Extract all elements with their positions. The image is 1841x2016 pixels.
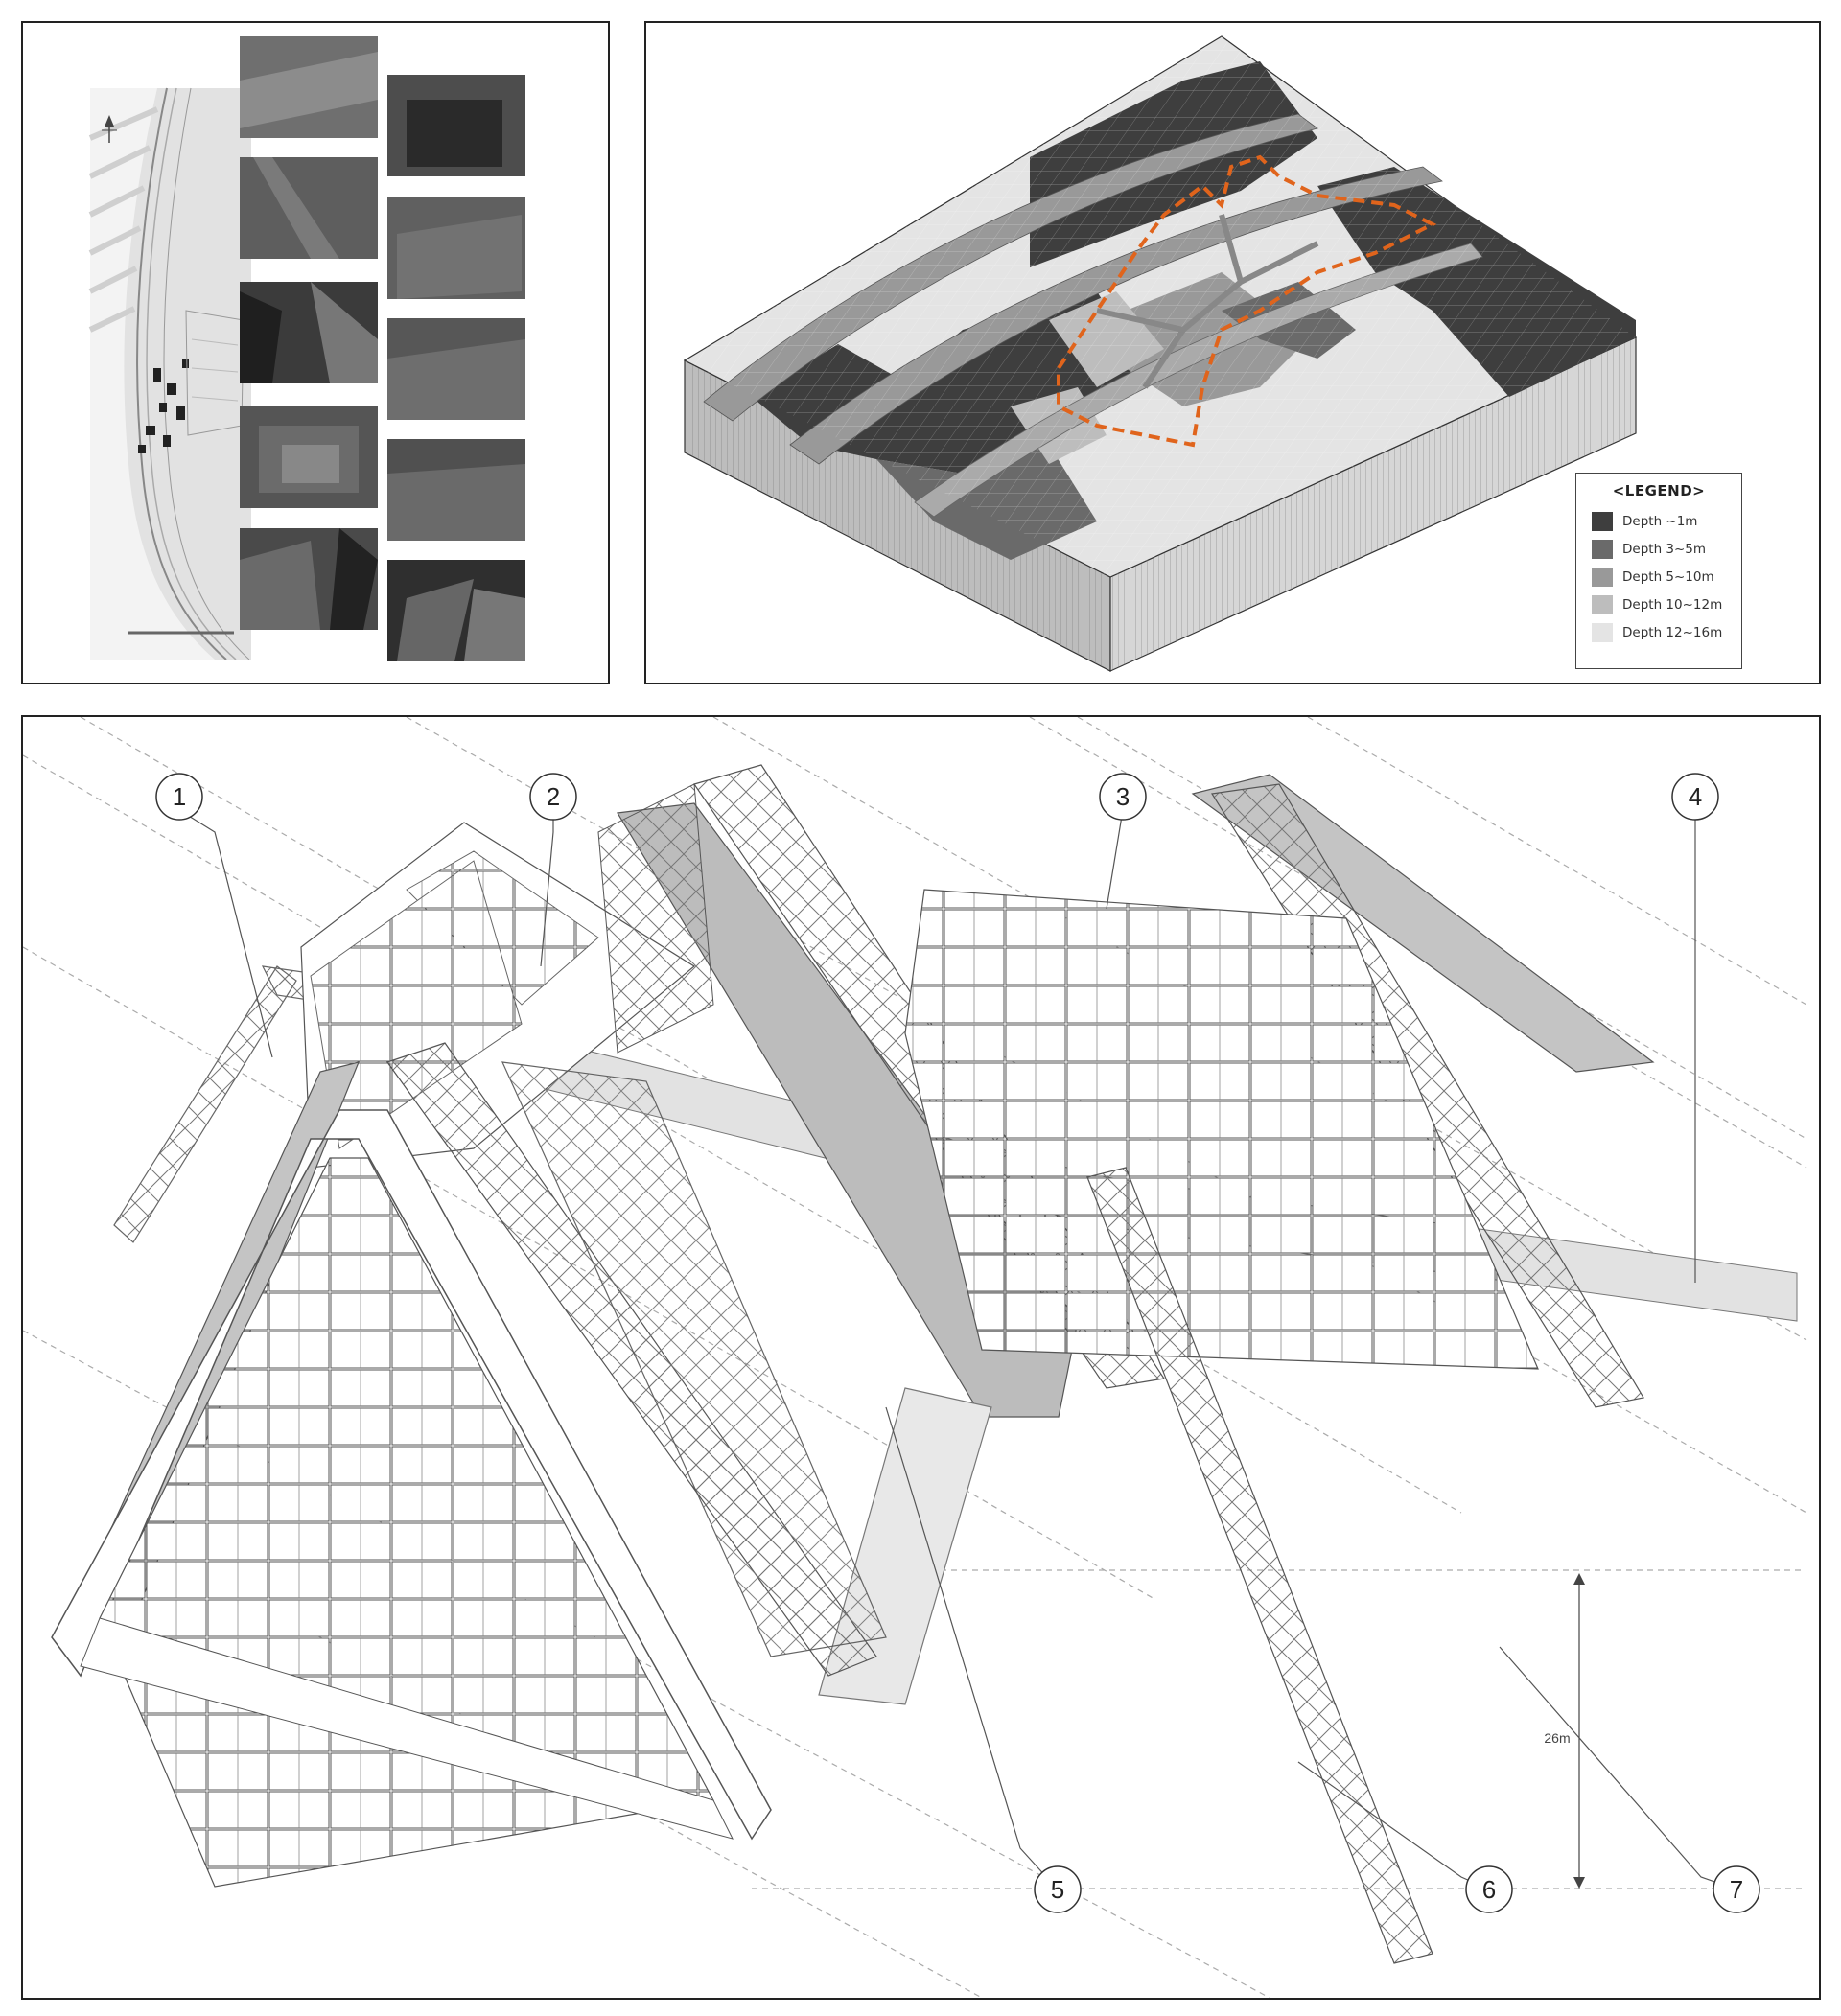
callout-number: 7 <box>1730 1875 1743 1904</box>
callout-number: 4 <box>1689 782 1702 811</box>
legend-label: Depth 12~16m <box>1622 624 1723 640</box>
site-survey-panel <box>21 21 610 684</box>
callout-circle <box>1713 1865 1760 1913</box>
depth-map-panel: <LEGEND> Depth ~1m Depth 3~5m Depth 5~10… <box>644 21 1821 684</box>
legend-item: Depth ~1m <box>1576 507 1741 535</box>
callout-circle <box>1465 1865 1513 1913</box>
legend-label: Depth 3~5m <box>1622 541 1707 557</box>
housing-units <box>904 889 1539 1370</box>
callout-number: 6 <box>1482 1875 1496 1904</box>
north-arrow-icon <box>102 115 117 143</box>
legend-label: Depth 5~10m <box>1622 568 1714 585</box>
site-map <box>88 87 251 660</box>
depth-map-block <box>683 35 1638 672</box>
callout-number: 5 <box>1051 1875 1064 1904</box>
legend-item: Depth 3~5m <box>1576 535 1741 563</box>
legend-swatch <box>1592 594 1613 614</box>
dimension-label: 26m <box>1544 1730 1570 1746</box>
legend-swatch <box>1592 622 1613 642</box>
legend-item: Depth 5~10m <box>1576 563 1741 591</box>
legend-swatch <box>1592 511 1613 531</box>
callout-circle <box>1671 773 1719 821</box>
callout-number: 2 <box>547 782 560 811</box>
height-dimension: 26m <box>1544 1573 1585 1889</box>
axonometric-section-panel: 26m 1 2 3 4 5 6 7 <box>21 715 1821 2000</box>
callout-markers: 1 2 3 4 5 6 7 <box>155 773 1760 1913</box>
legend-swatch <box>1592 539 1613 559</box>
callout-circle <box>1099 773 1147 821</box>
legend-item: Depth 10~12m <box>1576 591 1741 618</box>
legend-item: Depth 12~16m <box>1576 618 1741 646</box>
legend-label: Depth ~1m <box>1622 513 1698 529</box>
callout-circle <box>529 773 577 821</box>
site-survey-drawing <box>88 36 525 661</box>
legend-swatch <box>1592 567 1613 587</box>
callout-number: 1 <box>173 782 186 811</box>
site-boundary <box>1057 154 1437 448</box>
callout-number: 3 <box>1116 782 1130 811</box>
depth-legend: <LEGEND> Depth ~1m Depth 3~5m Depth 5~10… <box>1575 473 1742 669</box>
callout-circle <box>1034 1865 1082 1913</box>
callout-circle <box>155 773 203 821</box>
axonometric-drawing: 26m 1 2 3 4 5 6 7 <box>23 717 1807 1998</box>
legend-label: Depth 10~12m <box>1622 596 1723 613</box>
legend-title: <LEGEND> <box>1612 482 1706 499</box>
excavation-photos <box>240 36 525 661</box>
truss-frame <box>1086 1167 1433 1964</box>
